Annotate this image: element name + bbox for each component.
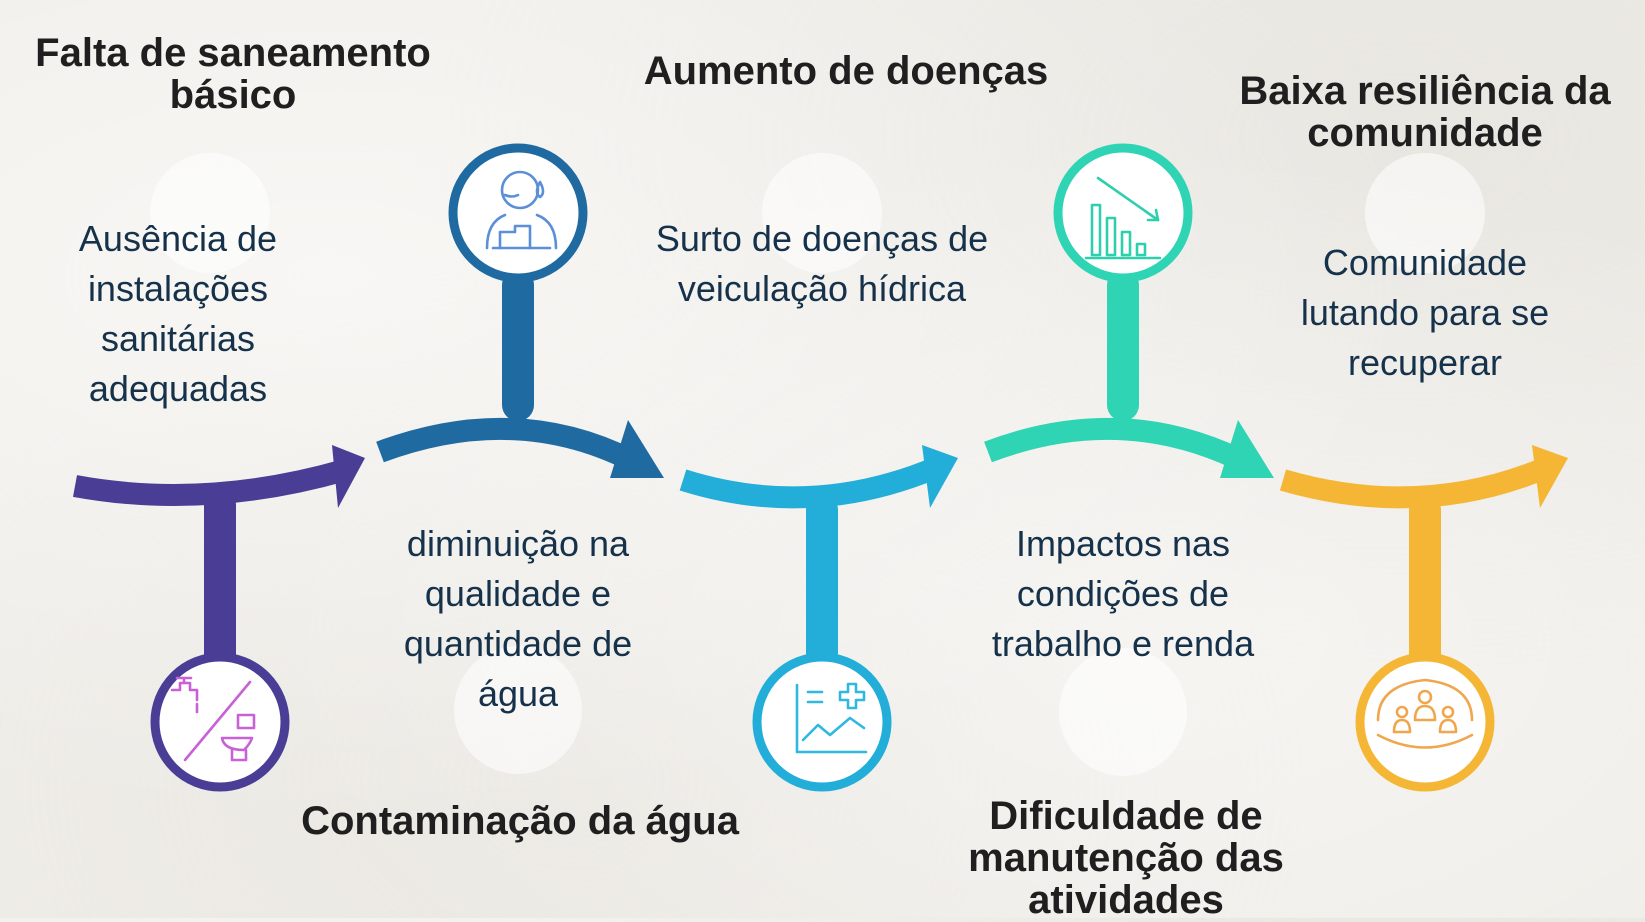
step-1-description: Ausência de instalações sanitárias adequ… — [78, 218, 278, 409]
step-3-connector — [679, 445, 958, 676]
contaminated-person-icon — [485, 170, 558, 250]
health-chart-icon — [795, 682, 868, 754]
step-3-description: Surto de doenças de veiculação hídrica — [655, 218, 989, 309]
step-4-icon-circle — [1053, 143, 1193, 283]
declining-chart-icon — [1084, 176, 1162, 260]
step-3-icon-circle — [752, 652, 892, 792]
step-5-icon-circle — [1355, 652, 1495, 792]
community-group-icon — [1376, 678, 1474, 749]
step-2-title: Contaminação da água — [301, 799, 739, 843]
step-1-title: Falta de saneamento básico — [35, 31, 431, 117]
step-2-description: diminuição na qualidade e quantidade de … — [403, 523, 633, 714]
step-2-connector — [376, 269, 664, 478]
faucet-toilet-icon — [170, 676, 256, 762]
step-4-connector — [984, 269, 1274, 478]
step-1-connector — [73, 445, 365, 676]
step-1-icon-circle — [150, 652, 290, 792]
step-4-title: Dificuldade de manutenção das atividades — [968, 794, 1284, 922]
step-5-title: Baixa resiliência da comunidade — [1239, 69, 1611, 155]
step-4-description: Impactos nas condições de trabalho e ren… — [991, 523, 1255, 664]
step-3-title: Aumento de doenças — [643, 49, 1049, 93]
step-2-icon-circle — [448, 143, 588, 283]
step-5-connector — [1279, 445, 1568, 676]
background-circles — [150, 153, 1485, 776]
step-5-description: Comunidade lutando para se recuperar — [1300, 242, 1550, 383]
